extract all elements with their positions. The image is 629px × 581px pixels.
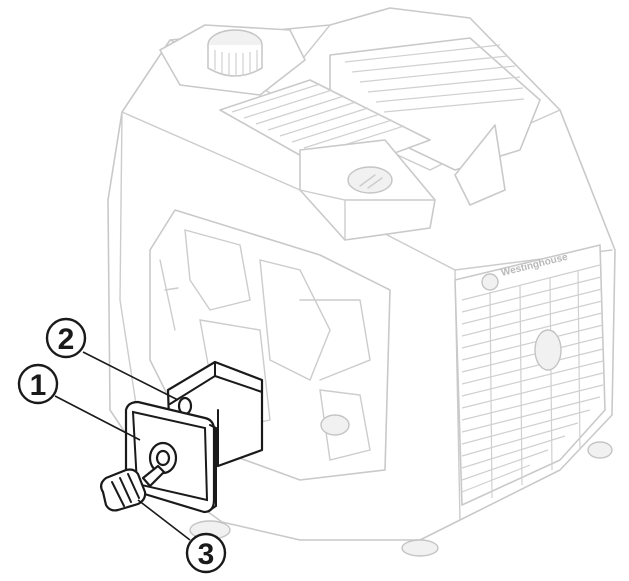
callout-1: 1 [17,363,59,405]
callout-number-1: 1 [30,369,47,402]
callout-2: 2 [45,317,87,359]
leader-line-2 [82,351,179,401]
cover-knob [99,464,166,512]
callout-number-2: 2 [58,323,75,356]
leader-line-3 [137,499,191,541]
leader-lines [54,351,191,541]
callout-3: 3 [185,532,227,574]
leader-line-1 [54,395,141,441]
callout-number-3: 3 [198,538,215,571]
